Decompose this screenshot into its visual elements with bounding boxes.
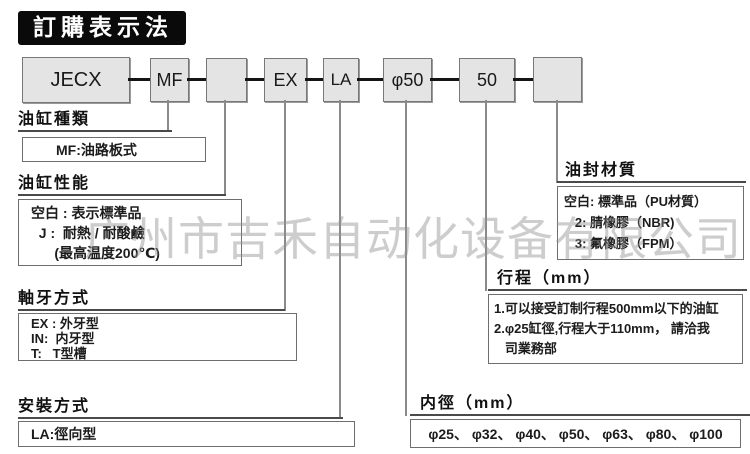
rod-thread-option: IN: 内牙型 <box>31 331 95 346</box>
leader-line-stroke <box>485 100 487 291</box>
section-box-stroke: 1.可以接受訂制行程500mm以下的油缸 2.φ25缸徑,行程大于110mm， … <box>488 294 743 364</box>
section-box-cylinder-performance: 空白 : 表示標準品 J : 耐熱 / 耐酸鹼 (最高温度200℃) <box>18 199 242 266</box>
section-heading-cylinder-type: 油缸種類 <box>18 110 172 132</box>
section-box-rod-thread: EX : 外牙型 IN: 内牙型 T: T型槽 <box>18 313 297 361</box>
mounting-option: LA:徑向型 <box>31 426 97 442</box>
code-box-type: MF <box>150 58 189 102</box>
section-heading-cylinder-performance: 油缸性能 <box>18 174 226 196</box>
code-box-mounting: LA <box>323 58 359 102</box>
stroke-note: 2.φ25缸徑,行程大于110mm， 請洽我 <box>494 321 710 336</box>
seal-option: 空白: 標準品（PU材質） <box>564 194 708 209</box>
leader-line-performance <box>224 100 226 196</box>
section-box-seal: 空白: 標準品（PU材質） 2: 腈橡膠（NBR) 3: 氟橡膠（FPM） <box>557 186 744 260</box>
leader-line-type <box>167 100 169 132</box>
connector-line <box>513 78 533 81</box>
connector-line <box>187 78 206 81</box>
section-box-bore: φ25、 φ32、 φ40、 φ50、 φ63、 φ80、 φ100 <box>410 419 741 448</box>
leader-line-seal <box>556 100 558 183</box>
section-box-cylinder-type: MF:油路板式 <box>22 137 206 162</box>
performance-option: J : 耐熱 / 耐酸鹼 <box>31 225 145 241</box>
section-heading-mounting: 安裝方式 <box>18 397 343 419</box>
connector-line <box>357 78 383 81</box>
stroke-note: 司業務部 <box>494 341 557 356</box>
code-box-seal <box>533 57 582 102</box>
code-box-bore: φ50 <box>383 58 432 102</box>
performance-option: 空白 : 表示標準品 <box>31 205 142 221</box>
rod-thread-option: EX : 外牙型 <box>31 316 99 331</box>
section-heading-bore: 内徑（mm） <box>410 394 750 416</box>
stroke-note: 1.可以接受訂制行程500mm以下的油缸 <box>494 301 719 316</box>
leader-line-mounting <box>339 100 341 419</box>
section-heading-seal: 油封材質 <box>557 161 746 183</box>
code-box-stroke: 50 <box>459 58 515 102</box>
page-title: 訂購表示法 <box>18 11 186 45</box>
section-heading-rod-thread: 軸牙方式 <box>18 289 285 311</box>
connector-line <box>430 78 459 81</box>
performance-option: (最高温度200℃) <box>31 245 160 261</box>
connector-line <box>128 78 150 81</box>
seal-option: 2: 腈橡膠（NBR) <box>564 215 675 230</box>
seal-option: 3: 氟橡膠（FPM） <box>564 236 683 251</box>
rod-thread-option: T: T型槽 <box>31 346 87 361</box>
code-box-rod-thread: EX <box>264 58 307 102</box>
section-box-mounting: LA:徑向型 <box>18 421 355 447</box>
leader-line-bore <box>405 100 407 416</box>
connector-line <box>305 78 323 81</box>
code-box-performance <box>206 58 247 102</box>
connector-line <box>245 78 264 81</box>
leader-line-rod-thread <box>284 100 286 311</box>
bore-options: φ25、 φ32、 φ40、 φ50、 φ63、 φ80、 φ100 <box>428 425 723 442</box>
cylinder-type-option: MF:油路板式 <box>56 141 137 158</box>
section-heading-stroke: 行程（mm） <box>488 269 747 291</box>
code-box-series: JECX <box>22 57 130 103</box>
